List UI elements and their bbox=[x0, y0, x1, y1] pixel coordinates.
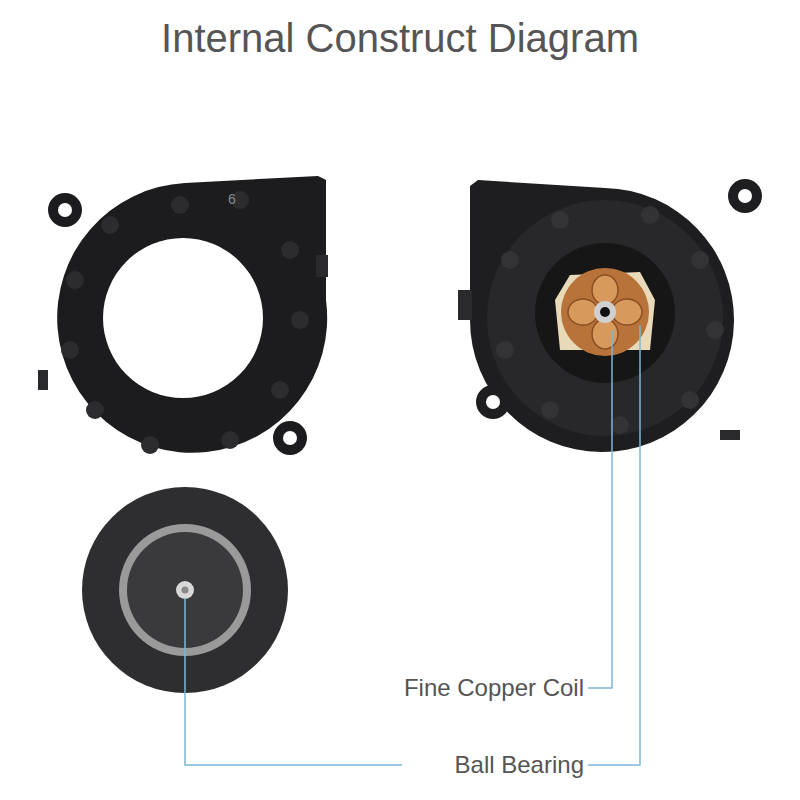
housing-body bbox=[57, 176, 327, 453]
clip-tab bbox=[458, 290, 472, 320]
mount-hole bbox=[58, 203, 72, 217]
mounting-ear bbox=[728, 179, 762, 213]
housing-floor bbox=[487, 200, 723, 436]
mount-hole bbox=[283, 431, 297, 445]
shaft-hub bbox=[176, 581, 194, 599]
inlet-hole bbox=[103, 238, 263, 398]
clip-tab bbox=[316, 255, 328, 277]
mounting-ear bbox=[273, 421, 307, 455]
coil-windings bbox=[568, 275, 642, 349]
motor-recess bbox=[535, 243, 675, 383]
clip-tab bbox=[38, 370, 48, 390]
diagram-title: Internal Construct Diagram bbox=[161, 14, 639, 62]
leader-line bbox=[185, 598, 402, 765]
leader-line bbox=[588, 325, 640, 765]
shaft bbox=[182, 587, 189, 594]
surface-dots bbox=[61, 191, 309, 454]
mount-hole bbox=[486, 395, 500, 409]
leader-lines bbox=[185, 325, 640, 765]
mold-number: 6 bbox=[228, 190, 236, 208]
shaft-hole bbox=[600, 307, 610, 317]
housing-base bbox=[458, 179, 762, 452]
surface-dots bbox=[496, 206, 724, 434]
callout-label: Fine Copper Coil bbox=[404, 673, 584, 703]
bearing-sleeve bbox=[594, 301, 616, 323]
clip-tab bbox=[720, 430, 740, 440]
copper-coil bbox=[561, 268, 649, 356]
housing-body bbox=[470, 180, 734, 452]
mounting-ear bbox=[48, 193, 82, 227]
housing-cover bbox=[38, 176, 328, 455]
leader-line bbox=[588, 330, 612, 688]
mount-hole bbox=[738, 189, 752, 203]
callout-label: Ball Bearing bbox=[455, 750, 584, 780]
